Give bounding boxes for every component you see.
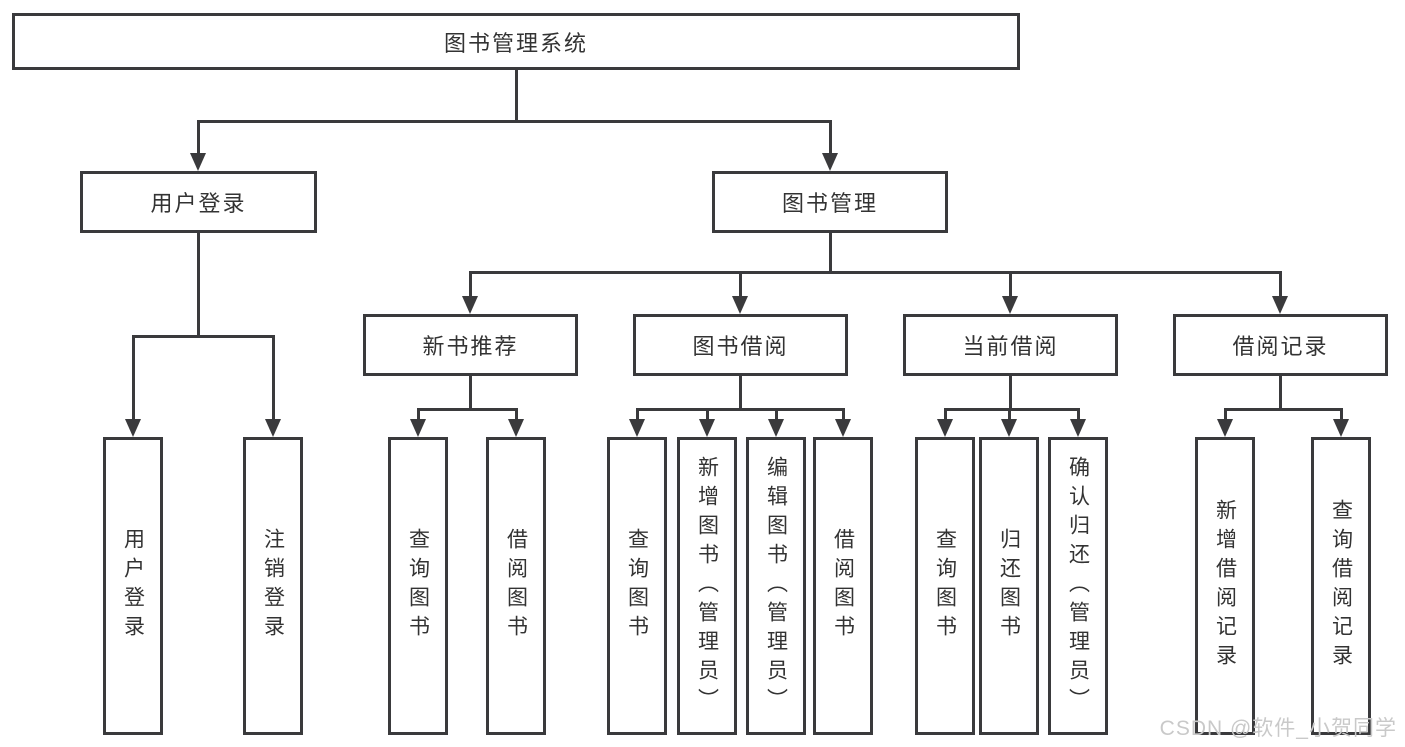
leaf-query-borrow-record: 查询借阅记录: [1311, 437, 1371, 735]
leaf-query-book-a-label: 查询图书: [406, 528, 430, 644]
node-new-book-recommend-label: 新书推荐: [422, 334, 519, 359]
arrowhead-down-icon: [1217, 419, 1233, 437]
connector-vline: [829, 120, 832, 155]
node-borrow-records-label: 借阅记录: [1232, 334, 1329, 359]
node-user-login-label: 用户登录: [150, 191, 247, 216]
node-current-borrow: 当前借阅: [903, 314, 1118, 376]
leaf-query-book-a: 查询图书: [388, 437, 448, 735]
arrowhead-down-icon: [1333, 419, 1349, 437]
leaf-edit-book-admin-label: 编辑图书（管理员）: [764, 455, 788, 717]
connector-vline: [829, 233, 832, 273]
leaf-return-book: 归还图书: [979, 437, 1039, 735]
connector-vline: [739, 271, 742, 298]
connector-vline: [515, 70, 518, 122]
connector-vline: [1009, 271, 1012, 298]
leaf-query-book-c-label: 查询图书: [933, 528, 957, 644]
leaf-user-login-label: 用户登录: [121, 528, 145, 644]
arrowhead-down-icon: [822, 153, 838, 171]
connector-vline: [842, 408, 845, 421]
leaf-add-book-admin-label: 新增图书（管理员）: [695, 455, 719, 717]
arrowhead-down-icon: [462, 296, 478, 314]
leaf-add-borrow-record-label: 新增借阅记录: [1213, 499, 1237, 673]
leaf-borrow-book-b: 借阅图书: [813, 437, 873, 735]
connector-hline: [636, 408, 844, 411]
connector-vline: [272, 335, 275, 421]
leaf-add-borrow-record: 新增借阅记录: [1195, 437, 1255, 735]
connector-hline: [944, 408, 1079, 411]
leaf-query-book-b-label: 查询图书: [625, 528, 649, 644]
connector-vline: [515, 408, 518, 421]
arrowhead-down-icon: [732, 296, 748, 314]
node-current-borrow-label: 当前借阅: [962, 334, 1059, 359]
arrowhead-down-icon: [629, 419, 645, 437]
connector-vline: [417, 408, 420, 421]
leaf-query-borrow-record-label: 查询借阅记录: [1329, 499, 1353, 673]
connector-vline: [197, 233, 200, 337]
connector-vline: [1008, 408, 1011, 421]
connector-hline: [469, 271, 1281, 274]
node-root-label: 图书管理系统: [443, 30, 588, 56]
arrowhead-down-icon: [937, 419, 953, 437]
leaf-borrow-book-b-label: 借阅图书: [831, 528, 855, 644]
arrowhead-down-icon: [1002, 296, 1018, 314]
arrowhead-down-icon: [1070, 419, 1086, 437]
node-book-borrow-label: 图书借阅: [692, 334, 789, 359]
connector-hline: [132, 335, 274, 338]
leaf-confirm-return-admin-label: 确认归还（管理员）: [1066, 455, 1090, 717]
node-new-book-recommend: 新书推荐: [363, 314, 578, 376]
arrowhead-down-icon: [125, 419, 141, 437]
leaf-query-book-c: 查询图书: [915, 437, 975, 735]
connector-hline: [197, 120, 831, 123]
arrowhead-down-icon: [835, 419, 851, 437]
node-book-borrow: 图书借阅: [633, 314, 848, 376]
arrowhead-down-icon: [508, 419, 524, 437]
arrowhead-down-icon: [1272, 296, 1288, 314]
connector-vline: [706, 408, 709, 421]
arrowhead-down-icon: [768, 419, 784, 437]
leaf-borrow-book-a: 借阅图书: [486, 437, 546, 735]
connector-vline: [1340, 408, 1343, 421]
leaf-return-book-label: 归还图书: [997, 528, 1021, 644]
arrowhead-down-icon: [410, 419, 426, 437]
arrowhead-down-icon: [190, 153, 206, 171]
connector-vline: [469, 376, 472, 410]
leaf-edit-book-admin: 编辑图书（管理员）: [746, 437, 806, 735]
watermark: CSDN @软件_小贺同学: [1159, 717, 1397, 740]
node-root: 图书管理系统: [12, 13, 1020, 70]
connector-vline: [1279, 271, 1282, 298]
connector-vline: [1224, 408, 1227, 421]
arrowhead-down-icon: [265, 419, 281, 437]
connector-vline: [775, 408, 778, 421]
connector-vline: [469, 271, 472, 298]
leaf-logout-label: 注销登录: [261, 528, 285, 644]
node-borrow-records: 借阅记录: [1173, 314, 1388, 376]
node-user-login: 用户登录: [80, 171, 317, 233]
leaf-logout: 注销登录: [243, 437, 303, 735]
node-book-management-label: 图书管理: [781, 191, 878, 216]
arrowhead-down-icon: [699, 419, 715, 437]
connector-vline: [739, 376, 742, 410]
node-book-management: 图书管理: [712, 171, 948, 233]
leaf-user-login: 用户登录: [103, 437, 163, 735]
arrowhead-down-icon: [1001, 419, 1017, 437]
leaf-query-book-b: 查询图书: [607, 437, 667, 735]
leaf-confirm-return-admin: 确认归还（管理员）: [1048, 437, 1108, 735]
connector-vline: [1279, 376, 1282, 410]
leaf-borrow-book-a-label: 借阅图书: [504, 528, 528, 644]
connector-vline: [636, 408, 639, 421]
leaf-add-book-admin: 新增图书（管理员）: [677, 437, 737, 735]
connector-vline: [1077, 408, 1080, 421]
connector-vline: [944, 408, 947, 421]
connector-vline: [132, 335, 135, 421]
connector-vline: [197, 120, 200, 155]
connector-hline: [417, 408, 517, 411]
connector-hline: [1224, 408, 1342, 411]
connector-vline: [1009, 376, 1012, 410]
